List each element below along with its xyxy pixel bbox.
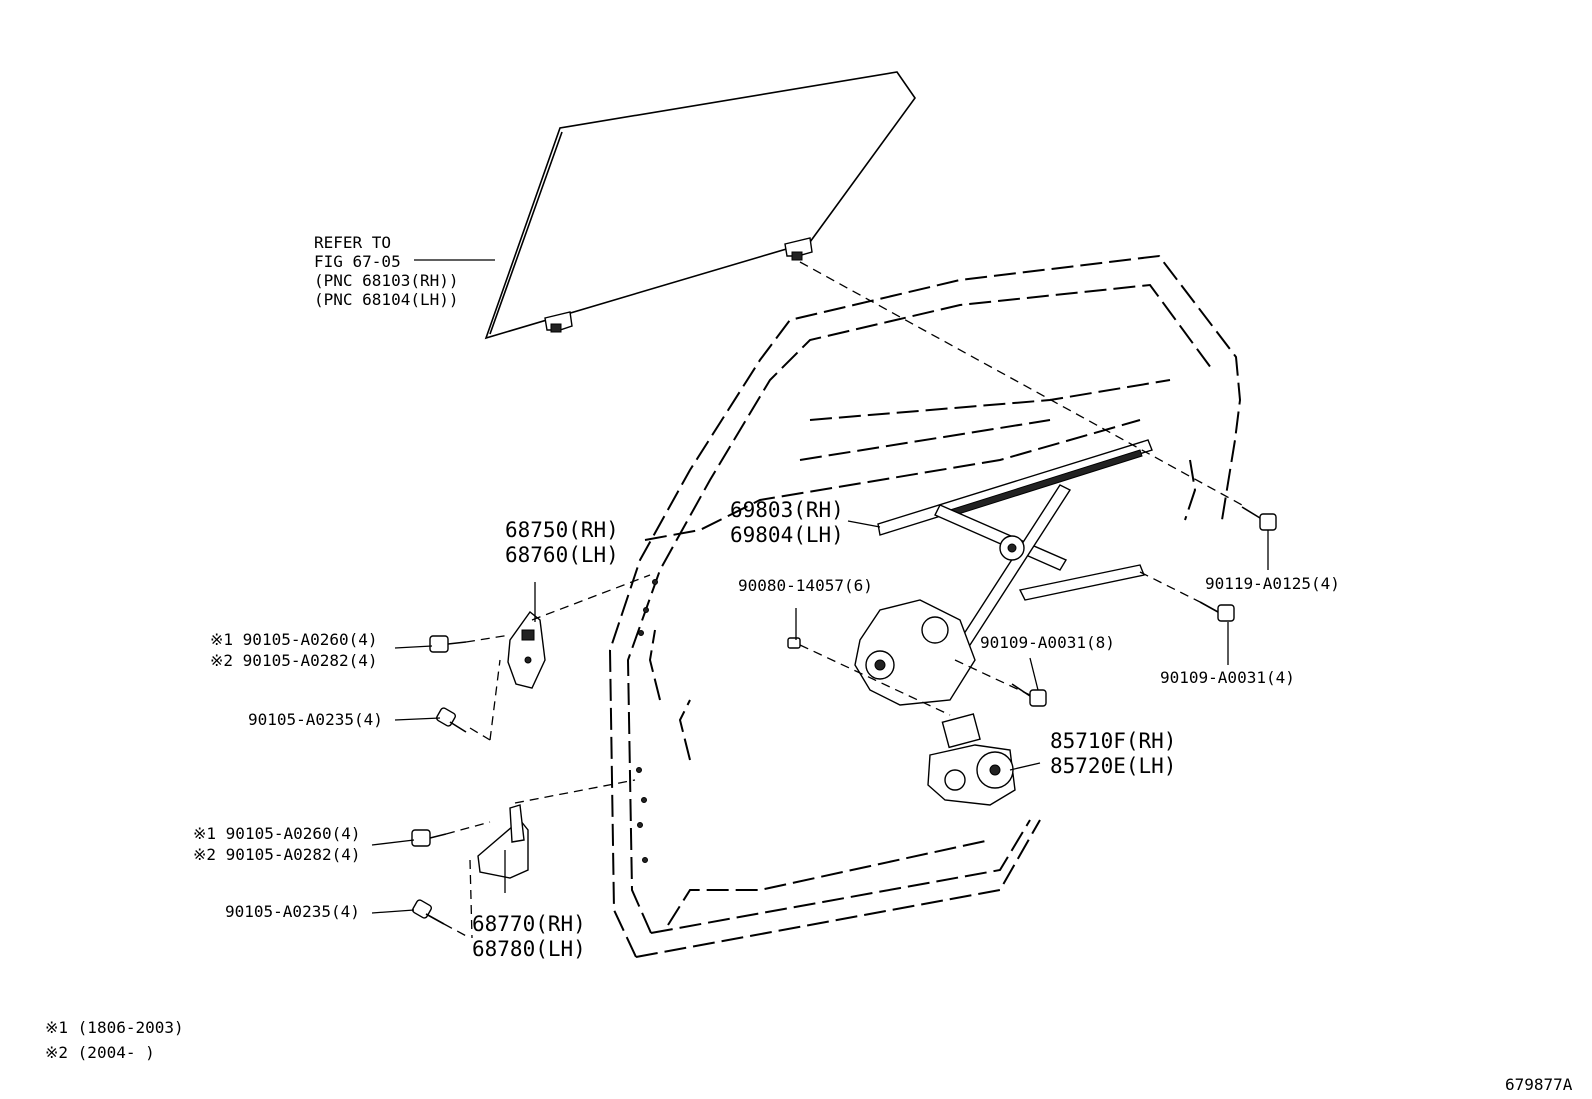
lower-hinge-lh: 68780(LH) — [472, 937, 586, 961]
upper-hinge-bolt-1-label: ※1 90105-A0260(4) — [210, 630, 378, 649]
lower-hinge-bolt-1-label: ※1 90105-A0260(4) — [193, 824, 361, 843]
glass-reference-label: REFER TO FIG 67-05 (PNC 68103(RH)) (PNC … — [314, 233, 459, 309]
upper-hinge-rh: 68750(RH) — [505, 518, 619, 542]
glass-ref-line-2: FIG 67-05 — [314, 252, 401, 271]
glass-bolt-label: 90119-A0125(4) — [1205, 574, 1340, 593]
regulator-bolt-8-label: 90109-A0031(8) — [980, 633, 1115, 652]
footnote-2: ※2 (2004- ) — [45, 1043, 155, 1062]
footnote-1: ※1 (1806-2003) — [45, 1018, 184, 1037]
lower-hinge-label: 68770(RH) 68780(LH) — [472, 912, 586, 961]
bolt-lower-hinge-1 — [411, 829, 447, 847]
motor-lh: 85720E(LH) — [1050, 754, 1176, 778]
upper-hinge-lh: 68760(LH) — [505, 543, 619, 567]
bolt-lower-hinge-2 — [411, 899, 445, 925]
lower-hinge-rh: 68770(RH) — [472, 912, 586, 936]
screw-regulator — [787, 637, 801, 649]
lower-hinge-bolt-2-label: ※2 90105-A0282(4) — [193, 845, 361, 864]
upper-hinge — [507, 610, 546, 689]
glass-ref-line-3: (PNC 68103(RH)) — [314, 271, 459, 290]
upper-hinge-label: 68750(RH) 68760(LH) — [505, 518, 619, 567]
leader-lines — [371, 259, 1269, 914]
glass-clip-rear — [784, 237, 813, 261]
regulator-screw-label: 90080-14057(6) — [738, 576, 873, 595]
glass-ref-line-1: REFER TO — [314, 233, 391, 252]
footnotes: ※1 (1806-2003) ※2 (2004- ) — [45, 1018, 184, 1062]
lower-hinge — [477, 804, 529, 879]
upper-hinge-bolt-3-label: 90105-A0235(4) — [248, 710, 383, 729]
motor-label: 85710F(RH) 85720E(LH) — [1050, 729, 1176, 778]
bolt-upper-hinge-1 — [429, 635, 467, 653]
regulator-rh: 69803(RH) — [730, 498, 844, 522]
lower-hinge-bolt-3-label: 90105-A0235(4) — [225, 902, 360, 921]
glass-clip-front — [544, 311, 573, 333]
glass-ref-line-4: (PNC 68104(LH)) — [314, 290, 459, 309]
window-regulator — [854, 439, 1153, 706]
door-mount-holes — [636, 579, 658, 863]
figure-id: 679877A — [1505, 1075, 1573, 1094]
regulator-bolt-4-label: 90109-A0031(4) — [1160, 668, 1295, 687]
upper-hinge-bolt-2-label: ※2 90105-A0282(4) — [210, 651, 378, 670]
bolt-upper-hinge-2 — [435, 707, 467, 733]
fastener-labels: ※1 90105-A0260(4) ※2 90105-A0282(4) 9010… — [193, 574, 1340, 921]
door-glass — [484, 71, 916, 340]
door-frame — [608, 254, 1242, 958]
assembly-lines — [443, 261, 1243, 939]
window-motor — [927, 713, 1016, 806]
regulator-lh: 69804(LH) — [730, 523, 844, 547]
regulator-label: 69803(RH) 69804(LH) — [730, 498, 844, 547]
bolt-glass — [1241, 506, 1277, 531]
motor-rh: 85710F(RH) — [1050, 729, 1176, 753]
bolt-regulator-4 — [1199, 601, 1235, 622]
